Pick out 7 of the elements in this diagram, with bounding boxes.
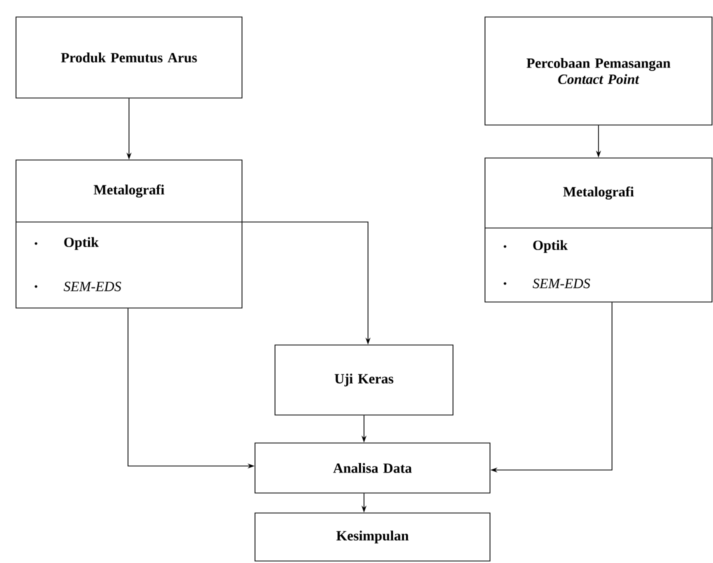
list-box: Metalografi Optik SEM-EDS [16,160,242,308]
process-box: Uji Keras [274,344,454,416]
list-box: Metalografi Optik SEM-EDS [484,158,712,302]
process-box: Kesimpulan [254,512,490,562]
process-box: Analisa Data [254,442,490,494]
process-box: Produk Pemutus Arus [16,16,242,98]
process-box: Percobaan Pemasangan Contact Point [484,16,712,126]
